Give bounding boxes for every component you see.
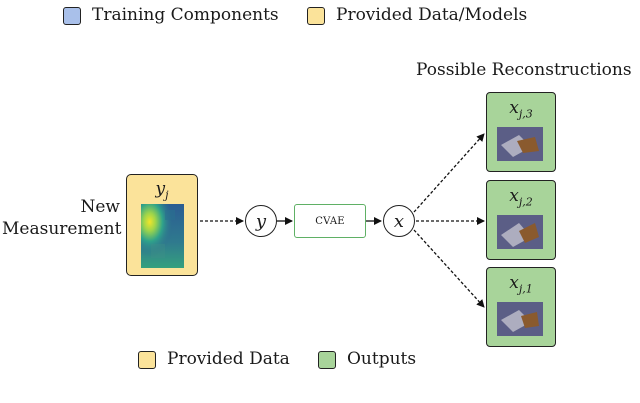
reconstruction-thumbnail-2 [497, 215, 543, 249]
output-label-1: xj,1 [509, 273, 533, 296]
legend-label-provided-models: Provided Data/Models [336, 5, 528, 25]
measurement-box: yj [126, 174, 198, 276]
measurement-symbol: yj [155, 179, 169, 202]
reconstructions-title: Possible Reconstructions [416, 60, 632, 80]
node-y: y [245, 205, 277, 237]
legend-label-outputs: Outputs [347, 349, 417, 369]
legend-swatch-training [63, 7, 81, 25]
output-label-3: xj,3 [509, 98, 533, 121]
measurement-label-line1: New [80, 197, 121, 217]
measurement-heatmap [141, 204, 184, 268]
legend-label-training: Training Components [92, 5, 279, 25]
reconstruction-thumbnail-1 [497, 302, 543, 336]
reconstruction-thumbnail-3 [497, 127, 543, 161]
measurement-label: New Measurement [2, 196, 122, 240]
output-box-1: xj,1 [486, 267, 556, 347]
legend-swatch-provided-data [138, 351, 156, 369]
arrow-x-to-output-1 [413, 229, 485, 308]
node-x: x [383, 205, 415, 237]
legend-swatch-provided-models [307, 7, 325, 25]
measurement-label-line2: Measurement [2, 219, 122, 239]
arrow-x-to-output-3 [413, 133, 485, 213]
legend-label-provided-data: Provided Data [167, 349, 290, 369]
legend-swatch-outputs [318, 351, 336, 369]
cvae-block: CVAE [294, 204, 366, 238]
output-label-2: xj,2 [509, 186, 533, 209]
output-box-3: xj,3 [486, 92, 556, 172]
output-box-2: xj,2 [486, 180, 556, 260]
